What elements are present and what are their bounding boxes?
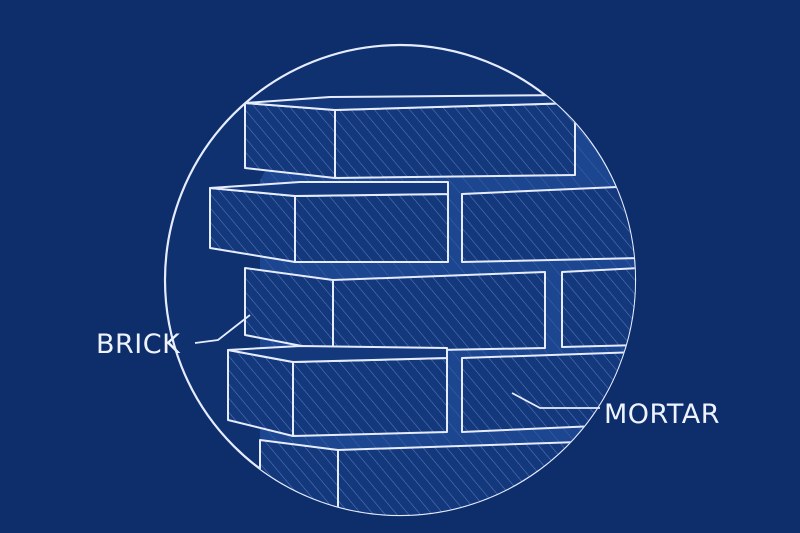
brick-face-right xyxy=(461,185,635,263)
brick-leader-line xyxy=(194,314,251,344)
brick-upper xyxy=(209,181,449,197)
brick-row-4 xyxy=(227,345,635,437)
brick-label: BRICK xyxy=(96,329,181,360)
brick-wall xyxy=(209,94,635,515)
brick-face xyxy=(294,193,449,263)
brick-row-1 xyxy=(244,94,576,179)
brick-side xyxy=(209,187,296,263)
brick-face-right xyxy=(561,267,635,348)
brick-face xyxy=(292,357,448,437)
brick-row-5 xyxy=(259,439,635,515)
brick-row-2 xyxy=(209,181,635,263)
brick-top-side xyxy=(244,102,336,179)
mortar-leader-line xyxy=(511,392,600,409)
brick-upper xyxy=(227,345,448,363)
brick-top-face xyxy=(334,102,576,179)
brick-face xyxy=(332,271,546,353)
brick-side xyxy=(227,349,294,437)
brick-row-3 xyxy=(244,267,635,353)
mortar-label: MORTAR xyxy=(604,399,720,430)
brick-side xyxy=(259,439,339,515)
brick-face xyxy=(337,439,635,515)
